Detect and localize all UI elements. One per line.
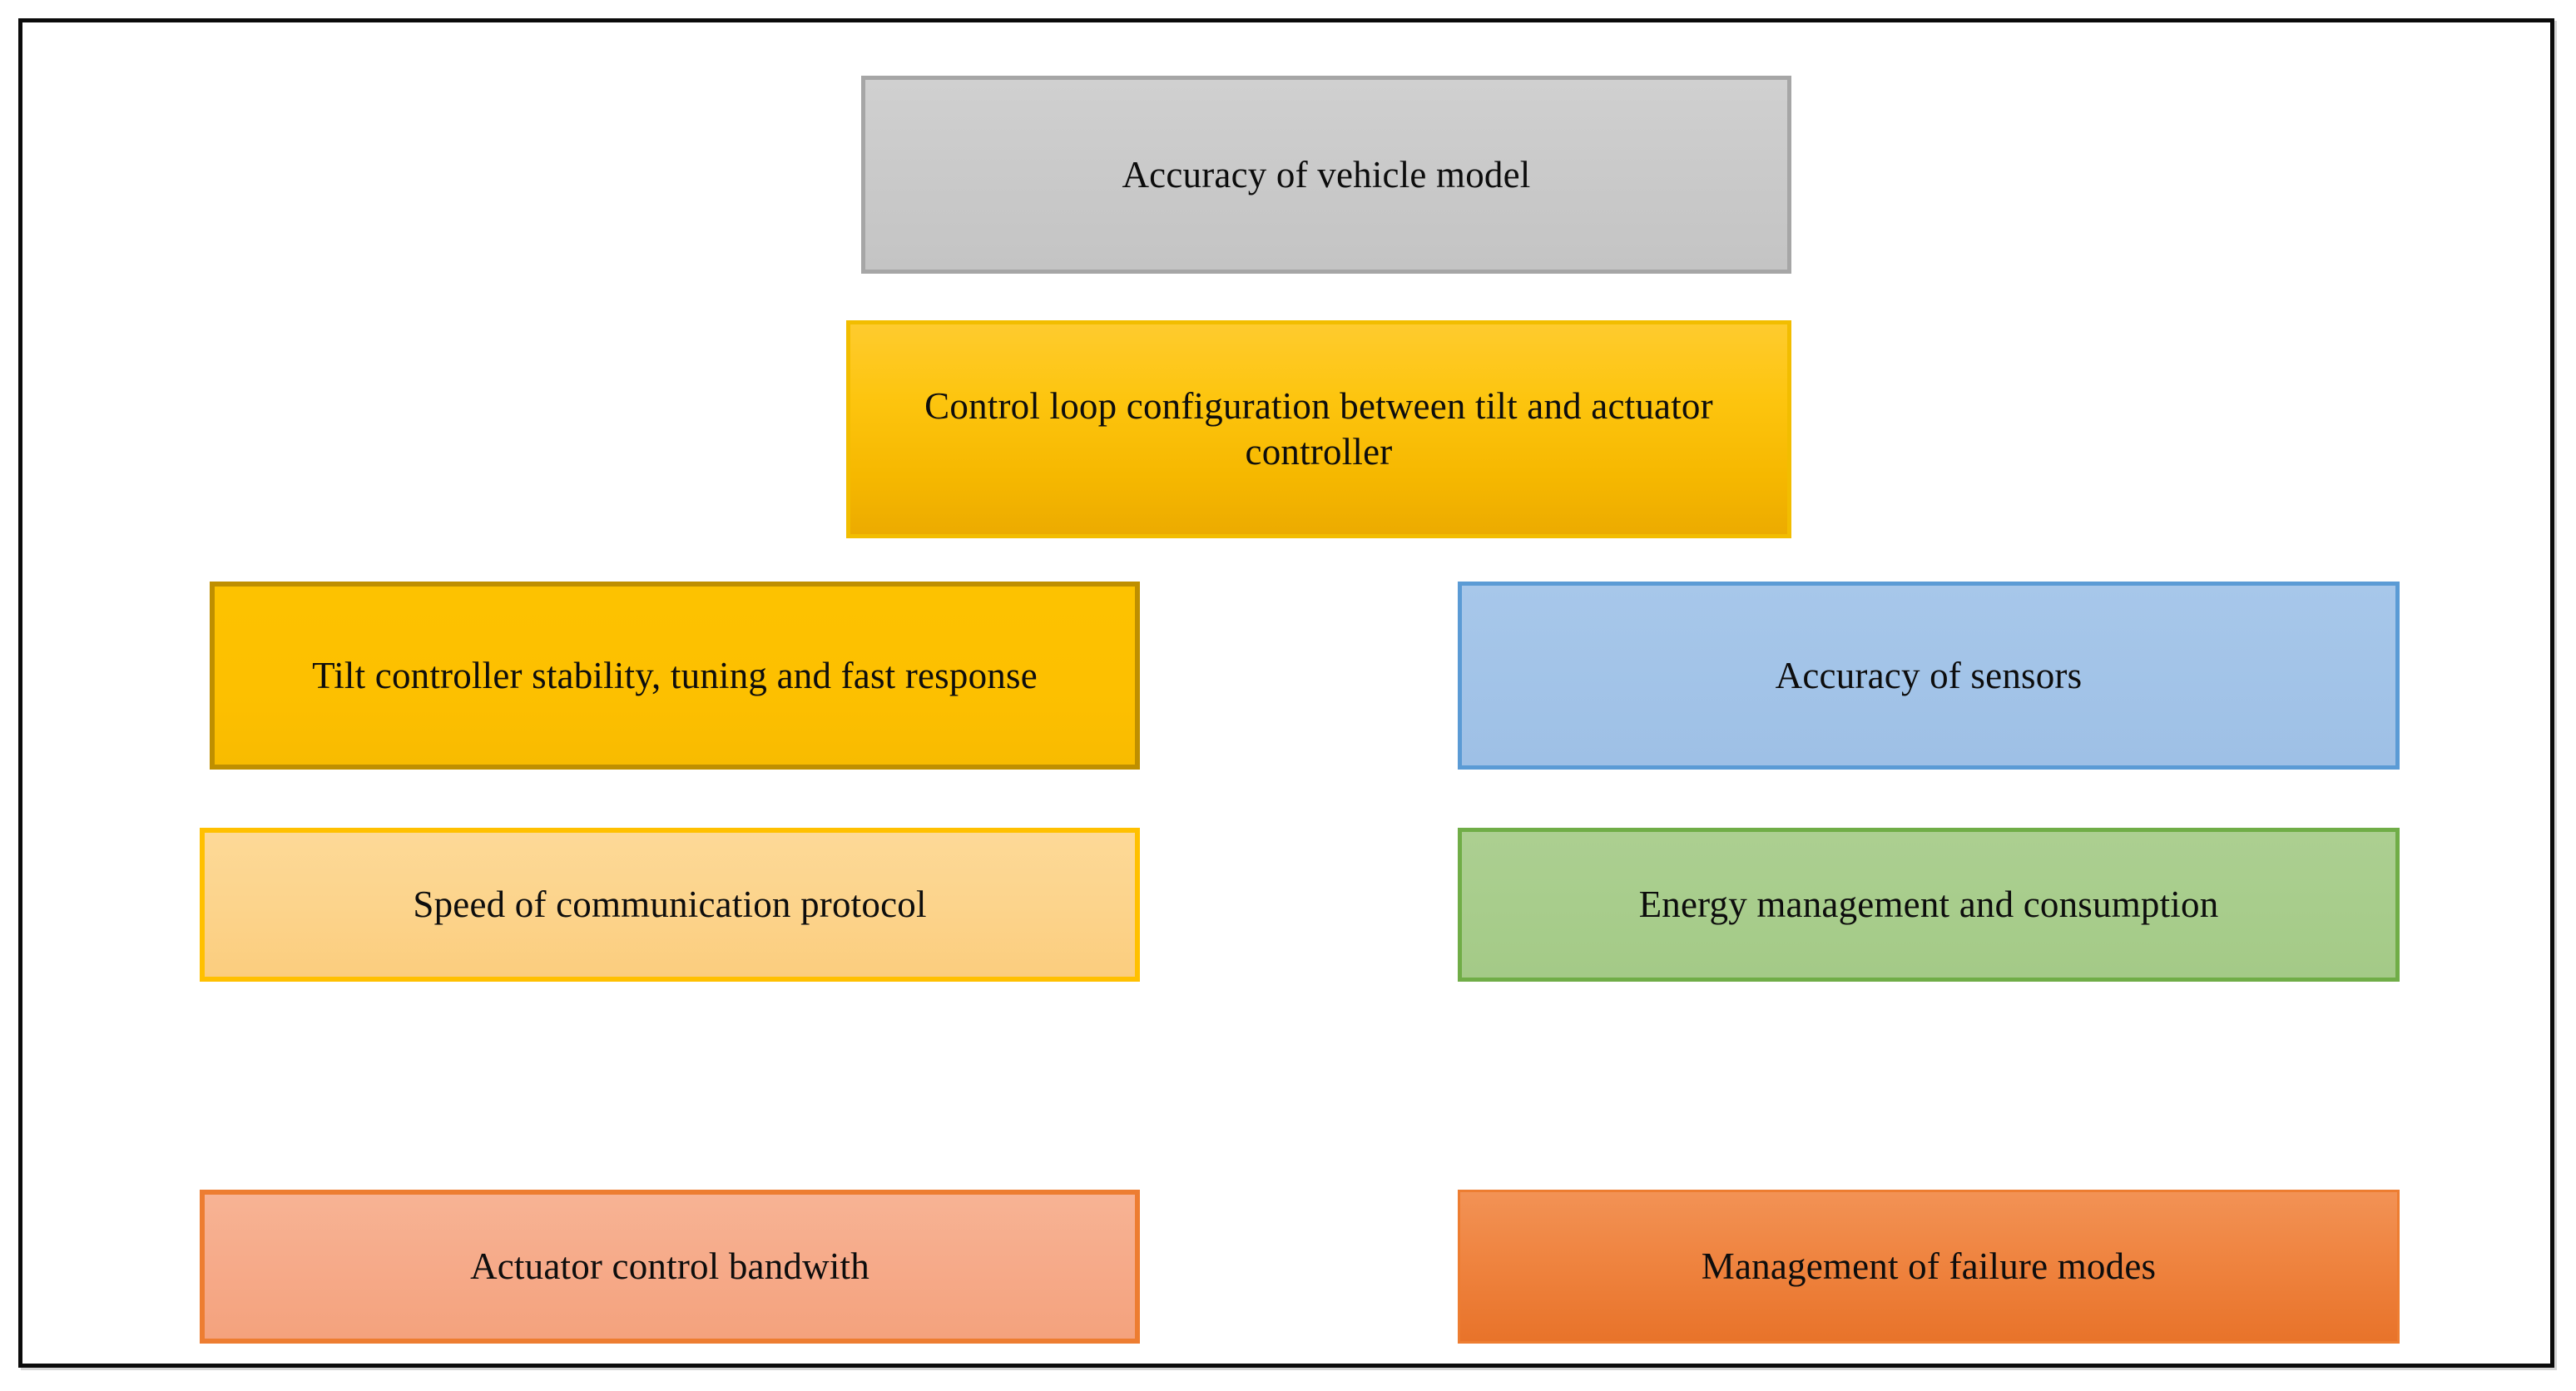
block-label: Accuracy of sensors (1775, 654, 2083, 696)
figure-frame-border: Accuracy of vehicle model Control loop c… (18, 18, 2554, 1368)
block-label: Accuracy of vehicle model (1122, 153, 1531, 196)
block-control-loop-configuration: Control loop configuration between tilt … (846, 320, 1791, 538)
block-label: Energy management and consumption (1638, 884, 2219, 926)
block-accuracy-of-sensors: Accuracy of sensors (1458, 582, 2400, 770)
block-energy-management-and-consumption: Energy management and consumption (1458, 828, 2400, 982)
block-speed-of-communication-protocol: Speed of communication protocol (200, 828, 1140, 982)
block-actuator-control-bandwith: Actuator control bandwith (200, 1190, 1140, 1344)
block-label: Speed of communication protocol (413, 884, 927, 926)
block-label: Tilt controller stability, tuning and fa… (312, 654, 1038, 696)
block-accuracy-of-vehicle-model: Accuracy of vehicle model (861, 76, 1791, 274)
block-management-of-failure-modes: Management of failure modes (1458, 1190, 2400, 1344)
block-label: Actuator control bandwith (470, 1245, 869, 1288)
block-label: Management of failure modes (1701, 1245, 2157, 1288)
block-tilt-controller-stability: Tilt controller stability, tuning and fa… (210, 582, 1140, 770)
block-label: Control loop configuration between tilt … (924, 385, 1713, 473)
